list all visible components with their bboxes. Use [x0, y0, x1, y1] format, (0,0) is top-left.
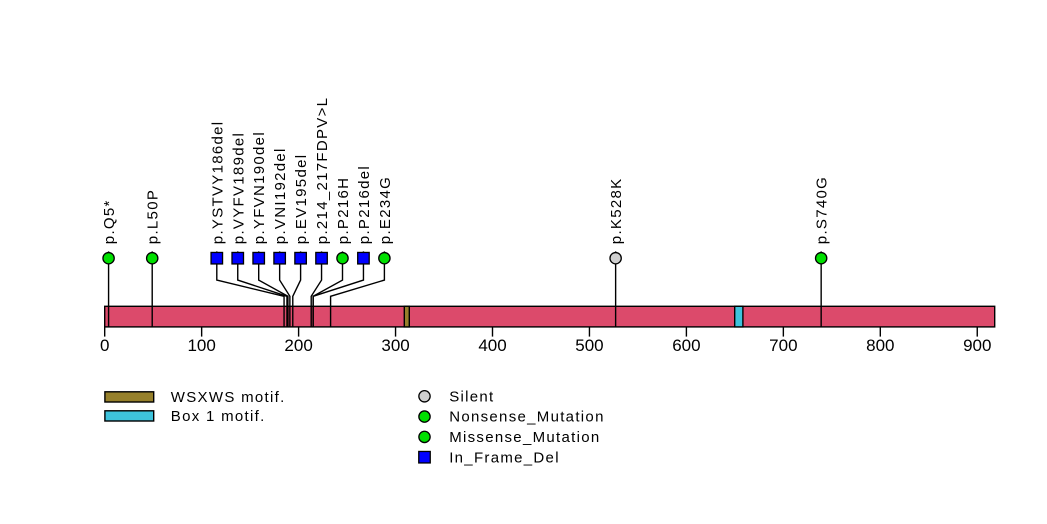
svg-text:700: 700 — [769, 336, 797, 355]
svg-text:Box 1 motif.: Box 1 motif. — [171, 408, 266, 425]
svg-text:Missense_Mutation: Missense_Mutation — [449, 429, 600, 446]
svg-text:p.S740G: p.S740G — [814, 176, 831, 244]
svg-text:p.P216H: p.P216H — [335, 177, 352, 244]
svg-text:400: 400 — [478, 336, 506, 355]
svg-text:Silent: Silent — [449, 388, 494, 405]
svg-text:p.VNI192del: p.VNI192del — [272, 147, 289, 244]
svg-text:p.P216del: p.P216del — [356, 165, 373, 244]
svg-text:600: 600 — [672, 336, 700, 355]
svg-text:p.Q5*: p.Q5* — [101, 199, 118, 244]
svg-text:100: 100 — [187, 336, 215, 355]
svg-text:p.EV195del: p.EV195del — [293, 154, 310, 245]
svg-text:300: 300 — [381, 336, 409, 355]
svg-text:In_Frame_Del: In_Frame_Del — [449, 449, 560, 466]
svg-text:p.L50P: p.L50P — [145, 189, 162, 244]
svg-text:Nonsense_Mutation: Nonsense_Mutation — [449, 409, 605, 426]
svg-text:900: 900 — [963, 336, 991, 355]
svg-text:500: 500 — [575, 336, 603, 355]
svg-text:p.YFVN190del: p.YFVN190del — [251, 131, 268, 244]
svg-text:WSXWS motif.: WSXWS motif. — [171, 389, 286, 406]
svg-text:p.K528K: p.K528K — [608, 178, 625, 245]
svg-text:p.VYFV189del: p.VYFV189del — [230, 132, 247, 244]
svg-text:0: 0 — [100, 336, 109, 355]
svg-text:p.214_217FDPV>L: p.214_217FDPV>L — [314, 97, 331, 245]
svg-text:p.YSTVY186del: p.YSTVY186del — [209, 121, 226, 245]
svg-text:200: 200 — [284, 336, 312, 355]
svg-text:800: 800 — [866, 336, 894, 355]
svg-text:p.E234G: p.E234G — [377, 176, 394, 244]
